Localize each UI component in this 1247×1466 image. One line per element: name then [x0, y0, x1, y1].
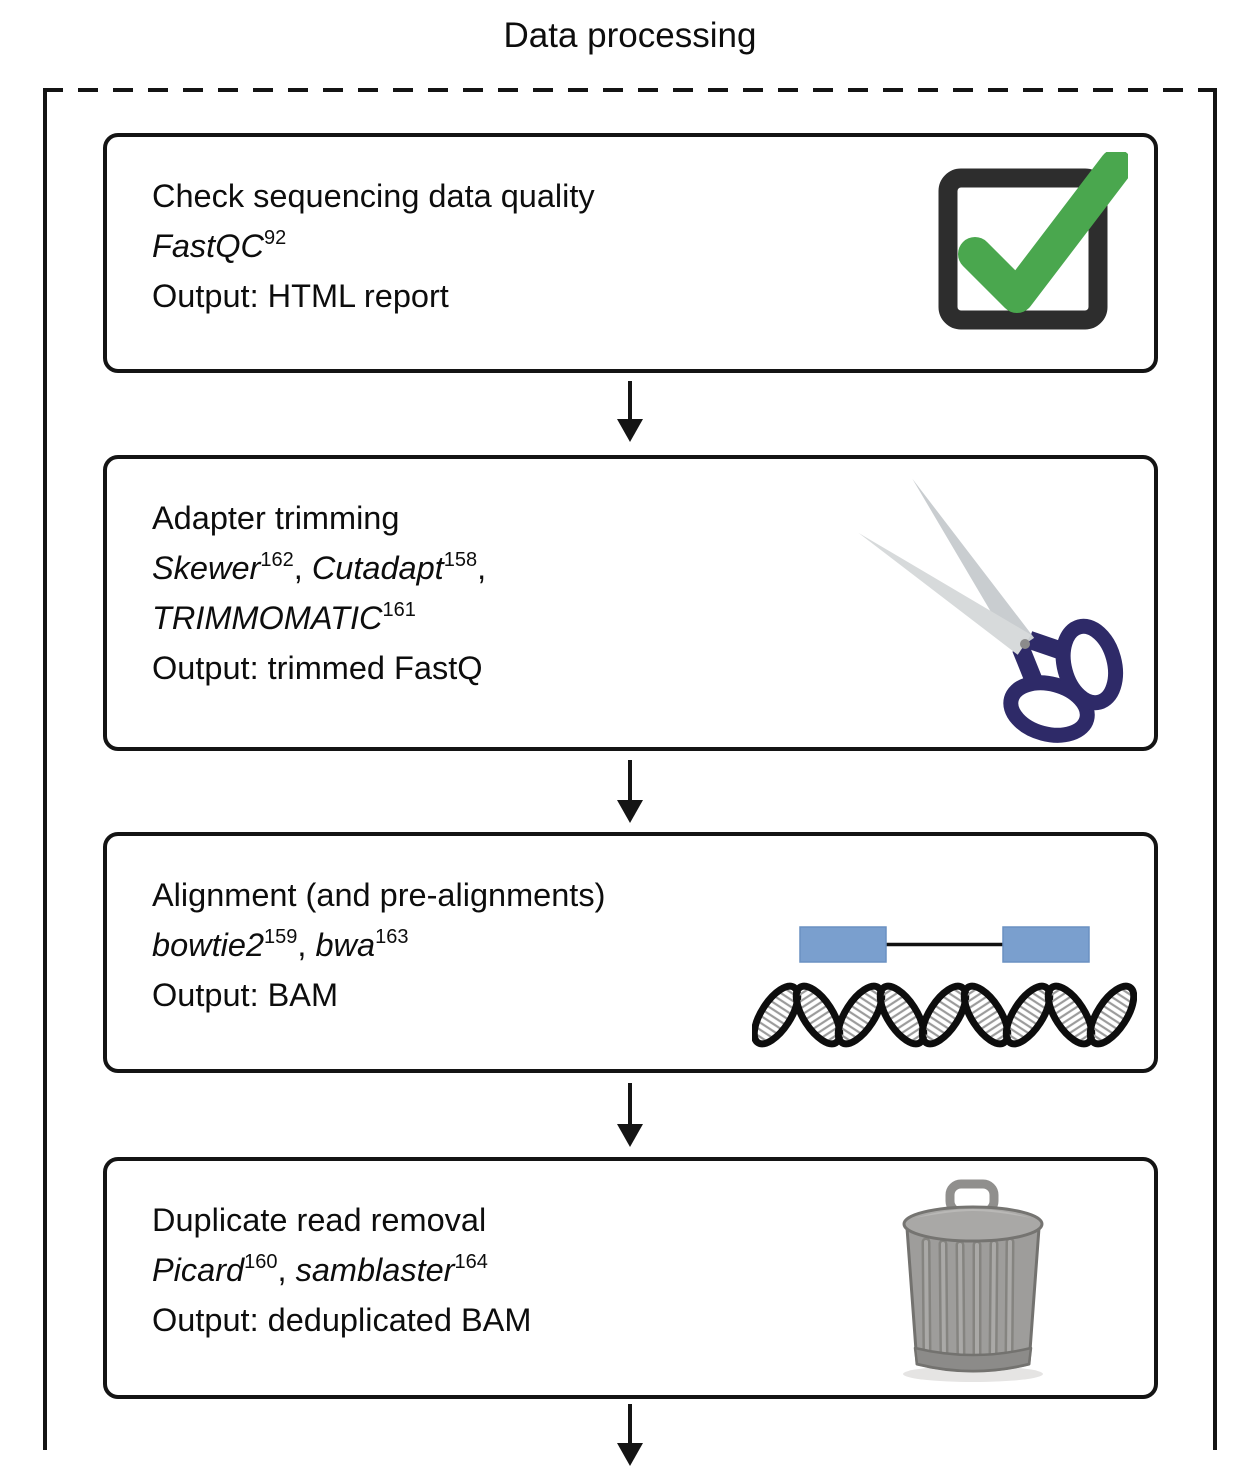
- step-title-text: Alignment (and pre-alignments): [152, 877, 606, 913]
- scissors-icon: [858, 478, 1124, 743]
- step-tools: FastQC92: [152, 221, 1154, 271]
- step-text: Check sequencing data quality FastQC92 O…: [107, 137, 1154, 321]
- step-output: Output: deduplicated BAM: [152, 1295, 1154, 1345]
- reference-number: 163: [375, 926, 409, 948]
- down-arrow: [616, 760, 644, 823]
- step-title: Duplicate read removal: [152, 1195, 1154, 1245]
- reference-number: 92: [263, 227, 287, 249]
- separator: ,: [293, 550, 312, 586]
- tool-name: bowtie2: [152, 927, 265, 963]
- tool-name: Skewer: [152, 550, 261, 586]
- step-tools: bowtie2159, bwa163: [152, 920, 1154, 970]
- tool-name: Cutadapt: [311, 550, 444, 586]
- step-tools: Skewer162, Cutadapt158,: [152, 543, 1154, 593]
- down-arrow: [616, 1083, 644, 1147]
- step-title-text: Duplicate read removal: [152, 1202, 487, 1238]
- step-title: Adapter trimming: [152, 493, 1154, 543]
- step-text: Duplicate read removal Picard160, sambla…: [107, 1161, 1154, 1345]
- step-tools: Picard160, samblaster164: [152, 1245, 1154, 1295]
- flow-step-box-adapter-trimming: Adapter trimming Skewer162, Cutadapt158,…: [103, 455, 1158, 751]
- page-title: Data processing: [503, 16, 757, 55]
- step-title: Check sequencing data quality: [152, 171, 1154, 221]
- step-title: Alignment (and pre-alignments): [152, 870, 1154, 920]
- step-tools: TRIMMOMATIC161: [152, 593, 1154, 643]
- separator: ,: [297, 927, 316, 963]
- step-output: Output: BAM: [152, 970, 1154, 1020]
- paired-reads-dna-icon: [752, 926, 1137, 1048]
- reference-number: 160: [244, 1251, 278, 1273]
- reference-number: 161: [382, 599, 416, 621]
- frame-dashed-top-border: [43, 88, 1217, 92]
- step-output: Output: trimmed FastQ: [152, 643, 1154, 693]
- checked-checkbox-icon: [938, 152, 1128, 330]
- down-arrow: [616, 381, 644, 442]
- reference-number: 158: [443, 549, 478, 571]
- separator: ,: [277, 1252, 296, 1288]
- down-arrow: [616, 1404, 644, 1466]
- separator: ,: [477, 550, 487, 586]
- step-output-text: Output: HTML report: [152, 278, 449, 314]
- reference-number: 159: [264, 926, 298, 948]
- reference-number: 164: [454, 1251, 488, 1273]
- data-processing-frame: [43, 88, 1217, 1450]
- step-title-text: Check sequencing data quality: [152, 178, 595, 214]
- step-text: Alignment (and pre-alignments) bowtie215…: [107, 836, 1154, 1020]
- tool-name: TRIMMOMATIC: [152, 600, 383, 636]
- tool-name: bwa: [315, 927, 376, 963]
- step-title-text: Adapter trimming: [152, 500, 400, 536]
- step-text: Adapter trimming Skewer162, Cutadapt158,…: [107, 459, 1154, 693]
- tool-name: Picard: [152, 1252, 245, 1288]
- tool-name: FastQC: [152, 228, 264, 264]
- reference-number: 162: [260, 549, 294, 571]
- step-output-text: Output: trimmed FastQ: [152, 650, 483, 686]
- tool-name: samblaster: [295, 1252, 455, 1288]
- step-output-text: Output: deduplicated BAM: [152, 1302, 532, 1338]
- step-output-text: Output: BAM: [152, 977, 339, 1013]
- step-output: Output: HTML report: [152, 271, 1154, 321]
- trash-can-icon: [902, 1179, 1044, 1382]
